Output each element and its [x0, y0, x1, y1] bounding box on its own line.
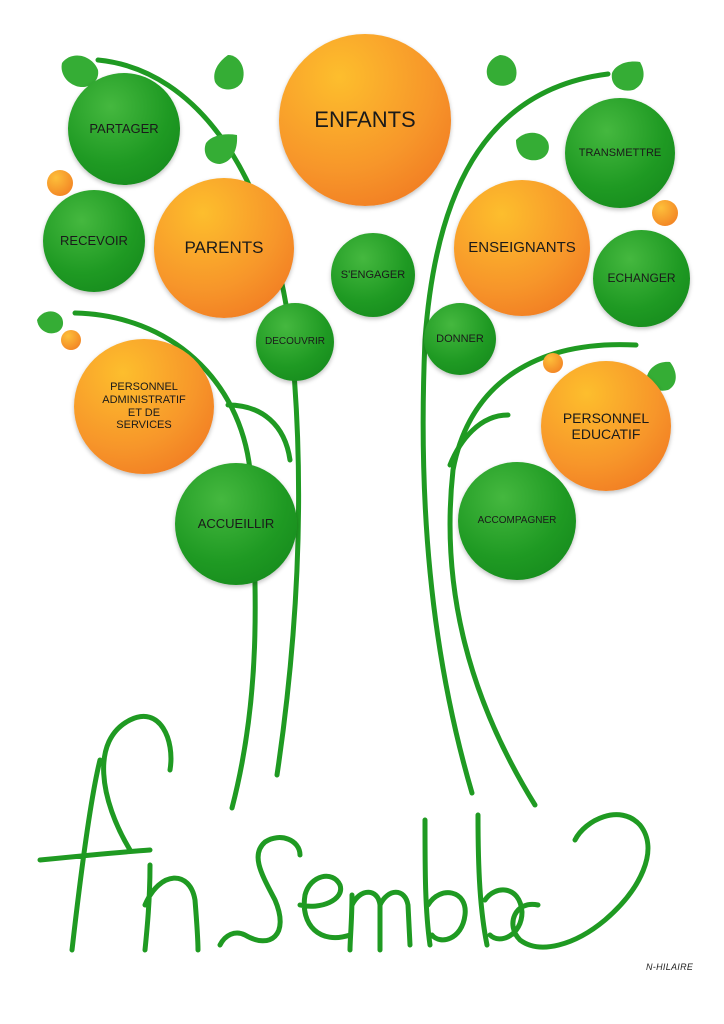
circle-label-line: EDUCATIF — [571, 426, 641, 442]
circle-recevoir: RECEVOIR — [43, 190, 145, 292]
circle-label: ENSEIGNANTS — [468, 239, 576, 257]
circle-accueillir: ACCUEILLIR — [175, 463, 297, 585]
circle-label: S'ENGAGER — [340, 268, 406, 281]
leaf-icon — [611, 61, 644, 91]
orange-dot — [61, 330, 81, 350]
author-credit: N-HILAIRE — [646, 962, 694, 972]
circle-label-line: PERSONNEL — [562, 409, 650, 426]
circle-label: ENFANTS — [314, 107, 416, 133]
leaf-icon — [516, 132, 549, 161]
circle-personnel-administratif: PERSONNEL ADMINISTRATIF ET DE SERVICES — [74, 339, 214, 474]
circle-label: ACCOMPAGNER — [477, 515, 557, 527]
circle-label-line: ET DE — [127, 406, 161, 419]
left-small-branch — [225, 402, 293, 463]
circle-label: PARTAGER — [89, 120, 159, 136]
circle-label: PARENTS — [184, 238, 264, 258]
circle-label-line: ADMINISTRATIF — [102, 393, 186, 406]
circle-label-line: PERSONNEL — [110, 381, 178, 394]
circle-label: ACCUEILLIR — [197, 515, 275, 531]
circle-label: TRANSMETTRE — [578, 146, 662, 159]
circle-label: DONNER — [436, 332, 484, 345]
ensemble-cursive — [37, 713, 651, 953]
circle-transmettre: TRANSMETTRE — [565, 98, 675, 208]
leaf-icon — [486, 55, 517, 86]
circle-partager: PARTAGER — [68, 73, 180, 185]
orange-dot — [47, 170, 73, 196]
circle-label: ECHANGER — [607, 270, 676, 285]
circle-echanger: ECHANGER — [593, 230, 690, 327]
circle-label-block: PERSONNEL EDUCATIF — [563, 410, 649, 442]
circle-parents: PARENTS — [154, 178, 294, 318]
circle-enseignants: ENSEIGNANTS — [454, 180, 590, 316]
leaf-icon — [37, 311, 64, 334]
circle-personnel-educatif: PERSONNEL EDUCATIF — [541, 361, 671, 491]
right-small-branch — [447, 412, 511, 468]
leaf-icon — [61, 55, 99, 88]
circle-label: RECEVOIR — [60, 232, 128, 248]
circle-label: DECOUVRIR — [264, 336, 325, 348]
circle-donner: DONNER — [424, 303, 496, 375]
leaf-icon — [204, 134, 238, 164]
orange-dot — [543, 353, 563, 373]
circle-enfants: ENFANTS — [279, 34, 451, 206]
circle-sengager: S'ENGAGER — [331, 233, 415, 317]
orange-dot — [652, 200, 678, 226]
circle-decouvrir: DECOUVRIR — [256, 303, 334, 381]
circle-label-block: PERSONNEL ADMINISTRATIF ET DE SERVICES — [102, 381, 186, 432]
circle-label-line: SERVICES — [116, 419, 172, 432]
leaf-icon — [214, 55, 244, 90]
circle-accompagner: ACCOMPAGNER — [458, 462, 576, 580]
